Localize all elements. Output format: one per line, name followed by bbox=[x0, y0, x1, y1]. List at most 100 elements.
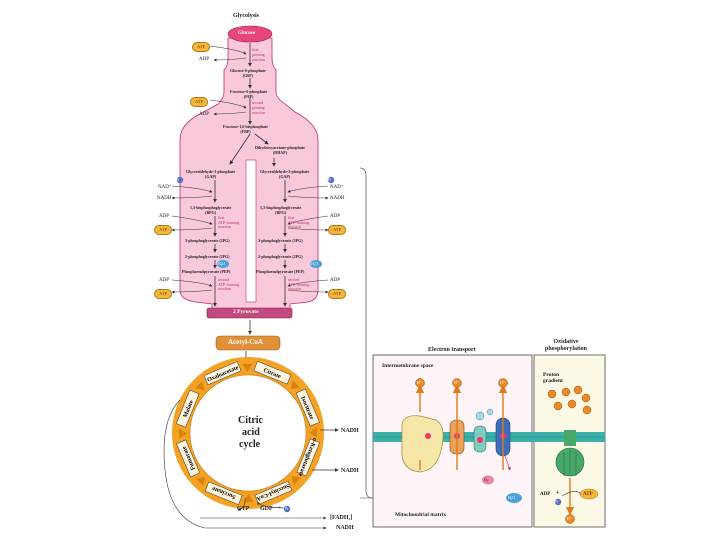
oxphos-title: Oxidative phosphorylation bbox=[545, 339, 588, 352]
cycle-fadh2: [FADH₂] bbox=[330, 515, 353, 521]
first-atp-forming-right: first ATP-forming reaction bbox=[288, 215, 310, 229]
adp-etc-label: ADP bbox=[540, 492, 551, 497]
water-blob-left bbox=[217, 260, 229, 268]
nadh-right: NADH bbox=[330, 196, 345, 201]
cycle-arrow bbox=[290, 380, 300, 390]
g6p-label: Glucose-6-phosphate (G6P) bbox=[230, 68, 266, 78]
plus-etc: + bbox=[556, 490, 560, 496]
cycle-arrow bbox=[196, 476, 206, 486]
adp-right-1: ADP bbox=[330, 214, 341, 219]
water-blob-right bbox=[310, 260, 322, 268]
3pg-right-label: 3-phosphoglycerate (3PG) bbox=[258, 238, 303, 243]
oxygen-blob bbox=[482, 475, 494, 485]
2pg-left-label: 2-phosphoglycerate (2PG) bbox=[185, 254, 230, 259]
gap-right-label: Glyceraldehyde-3-phosphate (GAP) bbox=[260, 169, 310, 179]
cycle-intermediate: Citrate bbox=[253, 361, 292, 385]
bpg-left-label: 1,3-bisphosphoglycerate (BPG) bbox=[190, 205, 232, 215]
cycle-arrow bbox=[242, 363, 253, 373]
cycle-arrow bbox=[195, 381, 205, 391]
cycle-gtp: GTP bbox=[237, 506, 250, 512]
h2o-right-text: H₂O bbox=[311, 261, 319, 266]
gap-left-label: Glyceraldehyde-3-phosphate (GAP) bbox=[186, 169, 236, 179]
cycle-pi-text: Pi bbox=[285, 506, 289, 511]
pep-left-label: Phosphoenolpyruvate (PEP) bbox=[182, 269, 231, 274]
o2-label: O₂ bbox=[484, 477, 489, 482]
cycle-plus: + bbox=[278, 506, 281, 511]
nadh-bracket bbox=[359, 167, 373, 499]
cycle-arrow bbox=[178, 428, 188, 439]
cycle-center-2: acid bbox=[242, 427, 260, 438]
water-blob-etc bbox=[506, 493, 522, 503]
cycle-nadh-3: NADH bbox=[336, 525, 354, 531]
pi-circle-left bbox=[176, 176, 184, 184]
atp-synthase-stalk bbox=[564, 430, 576, 446]
2pg-right-label: 2-phosphoglycerate (2PG) bbox=[258, 254, 303, 259]
fbp-label: Fructose-1,6-bisphosphate (FBP) bbox=[223, 124, 269, 134]
acetyl-coa-box bbox=[215, 335, 281, 351]
pi-circle-oxphos bbox=[554, 498, 562, 506]
adp-right-2: ADP bbox=[330, 278, 341, 283]
atp-pill-right-2: ATP bbox=[328, 289, 346, 299]
second-priming-label: second priming reaction bbox=[252, 100, 265, 115]
atp-product bbox=[579, 488, 599, 500]
nad-left: NAD⁺ bbox=[158, 185, 172, 190]
h2o-etc-label: H₂O bbox=[508, 495, 516, 500]
pi-etc-label: Pi bbox=[555, 499, 559, 504]
cycle-nadh-1: NADH bbox=[341, 428, 359, 434]
bpg-right-label: 1,3-bisphosphoglycerate (BPG) bbox=[260, 205, 302, 215]
citric-cycle-ring: CitrateIsocitrateα-KetoglutarateSuccinyl… bbox=[172, 357, 324, 509]
atp-pill-left-1: ATP bbox=[154, 225, 172, 235]
etc-title: Electron transport bbox=[428, 347, 476, 353]
glucose-node bbox=[227, 25, 273, 43]
hplus-2: H⁺ bbox=[454, 380, 459, 385]
atp-etc-label: ATP bbox=[583, 492, 593, 497]
adp-label-1: ADP bbox=[199, 57, 210, 62]
f6p-label: Fructose-6-phosphate (F6P) bbox=[230, 89, 268, 99]
proton-gradient-label: Proton gradient bbox=[543, 372, 563, 384]
first-priming-label: first priming reaction bbox=[252, 47, 265, 62]
pi-left-text: Pi bbox=[176, 177, 180, 182]
pyruvate-bar bbox=[206, 307, 293, 319]
proton-etc-3 bbox=[498, 378, 508, 388]
h2o-left-text: H₂O bbox=[218, 261, 226, 266]
pi-right-text: Pi bbox=[328, 177, 332, 182]
second-atp-forming-right: second ATP-forming reaction bbox=[288, 277, 310, 291]
pyruvate-label: 2 Pyruvate bbox=[233, 309, 259, 315]
adp-label-2: ADP bbox=[199, 112, 210, 117]
nad-right: NAD⁺ bbox=[330, 185, 344, 190]
hplus-1: H⁺ bbox=[417, 380, 422, 385]
first-atp-forming-left: first ATP-forming reaction bbox=[218, 215, 240, 229]
adp-left-2: ADP bbox=[159, 278, 170, 283]
cycle-gdp: GDP bbox=[260, 506, 273, 512]
matrix-label: Mitochondrial matrix bbox=[395, 512, 447, 518]
atp-pill-1: ATP bbox=[192, 42, 210, 52]
atp-pill-2: ATP bbox=[190, 97, 208, 107]
cycle-arrow bbox=[291, 475, 301, 485]
proton-matrix bbox=[565, 514, 575, 524]
glycolysis-divider bbox=[245, 159, 257, 303]
nadh-left: NADH bbox=[157, 196, 172, 201]
3pg-left-label: 3-phosphoglycerate (3PG) bbox=[185, 238, 230, 243]
adp-left-1: ADP bbox=[159, 214, 170, 219]
atp-pill-right-1: ATP bbox=[328, 225, 346, 235]
pi-circle-cycle bbox=[283, 505, 291, 513]
proton-etc-1 bbox=[415, 378, 425, 388]
complex-i bbox=[401, 415, 444, 473]
cycle-arrow bbox=[308, 427, 318, 438]
cycle-center-3: cycle bbox=[239, 439, 261, 450]
proton-etc-2 bbox=[452, 378, 462, 388]
acetyl-coa-label: Acetyl-CoA bbox=[228, 338, 263, 346]
pep-right-label: Phosphoenolpyruvate (PEP) bbox=[256, 269, 305, 274]
cycle-arrow bbox=[243, 493, 254, 503]
atp-pill-left-2: ATP bbox=[154, 289, 172, 299]
dhap-label: Dihydroxyacetone-phosphate (DHAP) bbox=[255, 145, 305, 155]
hplus-3: H⁺ bbox=[500, 380, 505, 385]
cycle-center-1: Citric bbox=[238, 415, 263, 426]
glucose-label: Glucose bbox=[238, 31, 255, 36]
cytochrome-c bbox=[475, 411, 485, 421]
second-atp-forming-left: second ATP-forming reaction bbox=[218, 277, 240, 291]
pi-circle-right bbox=[327, 176, 335, 184]
cycle-nadh-2: NADH bbox=[341, 468, 359, 474]
